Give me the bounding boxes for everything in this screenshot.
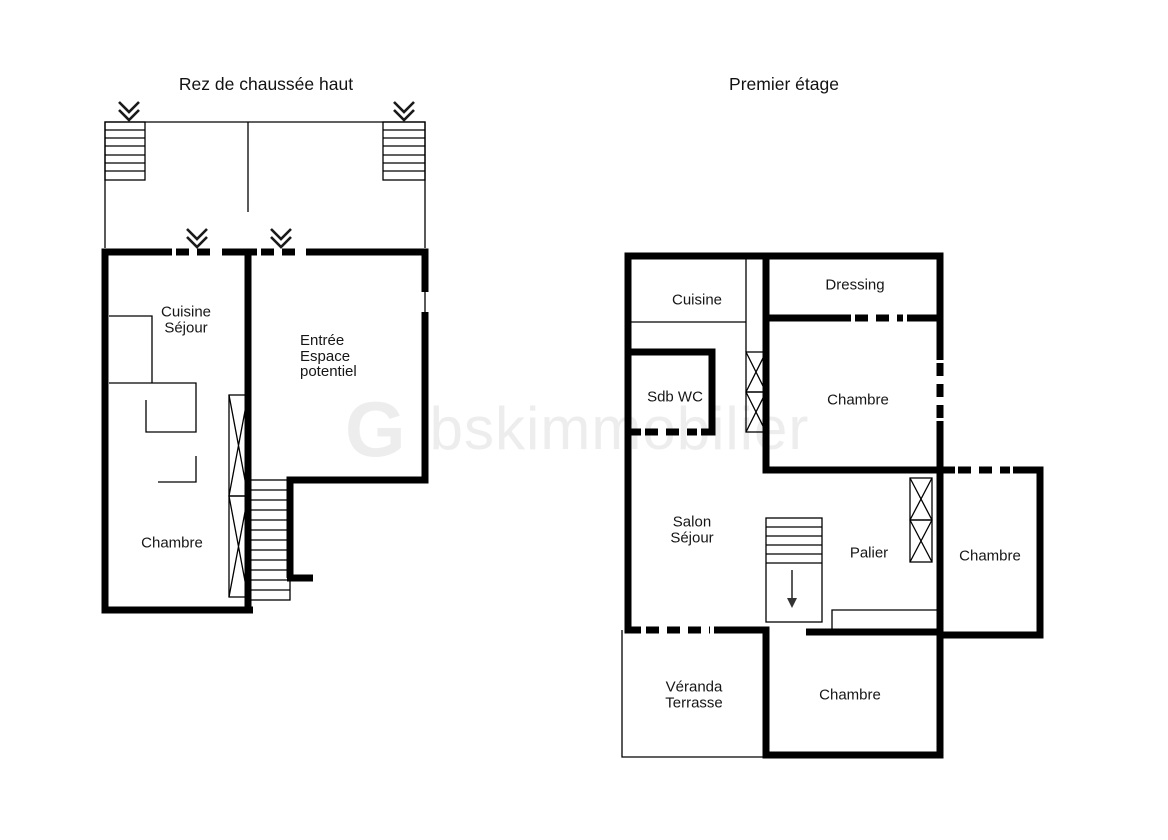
first-floor-plan — [621, 252, 1044, 759]
veranda-outline — [621, 630, 766, 758]
wardrobe-outline — [831, 609, 939, 630]
stairs-down-arrow-icon — [787, 598, 797, 608]
duct-icon — [909, 477, 933, 563]
plan-title-ground-floor: Rez de chaussée haut — [178, 74, 354, 94]
room-label-entree: Entrée Espace potentiel — [300, 332, 357, 380]
room-label-chambre-2: Chambre — [959, 547, 1021, 565]
staircase-icon — [382, 121, 426, 181]
ground-floor-walls — [101, 248, 429, 614]
room-label-chambre-1: Chambre — [827, 391, 889, 409]
duct-icon — [745, 351, 767, 433]
room-label-dressing: Dressing — [825, 276, 885, 294]
stairs-down-arrow-icon — [118, 101, 140, 122]
first-floor-walls — [624, 252, 1044, 759]
watermark-logo-icon: G — [345, 385, 406, 473]
terrace-outline — [104, 121, 426, 248]
duct-icon — [228, 394, 249, 598]
kitchen-counter-outline — [109, 315, 197, 483]
plan-title-first-floor: Premier étage — [729, 74, 839, 94]
staircase-icon — [765, 517, 823, 623]
entrance-arrow-icon — [270, 228, 292, 249]
watermark: G bskimmobilier — [345, 390, 809, 468]
room-label-sdb-wc: Sdb WC — [647, 388, 703, 406]
room-label-chambre-3: Chambre — [819, 686, 881, 704]
room-label-cuisine-sejour: Cuisine Séjour — [160, 303, 212, 336]
room-label-veranda-terrasse: Véranda Terrasse — [665, 678, 723, 711]
staircase-icon — [104, 121, 146, 181]
room-label-chambre-rdc: Chambre — [141, 534, 203, 552]
staircase-icon — [249, 479, 291, 601]
entrance-arrow-icon — [186, 228, 208, 249]
room-label-salon-sejour: Salon Séjour — [670, 513, 714, 546]
room-label-cuisine: Cuisine — [671, 291, 723, 309]
room-label-palier: Palier — [849, 544, 889, 562]
watermark-text: bskimmobilier — [429, 395, 810, 462]
kitchen-partition — [631, 259, 747, 352]
ground-floor-plan — [101, 101, 429, 614]
stairs-down-arrow-icon — [393, 101, 415, 122]
